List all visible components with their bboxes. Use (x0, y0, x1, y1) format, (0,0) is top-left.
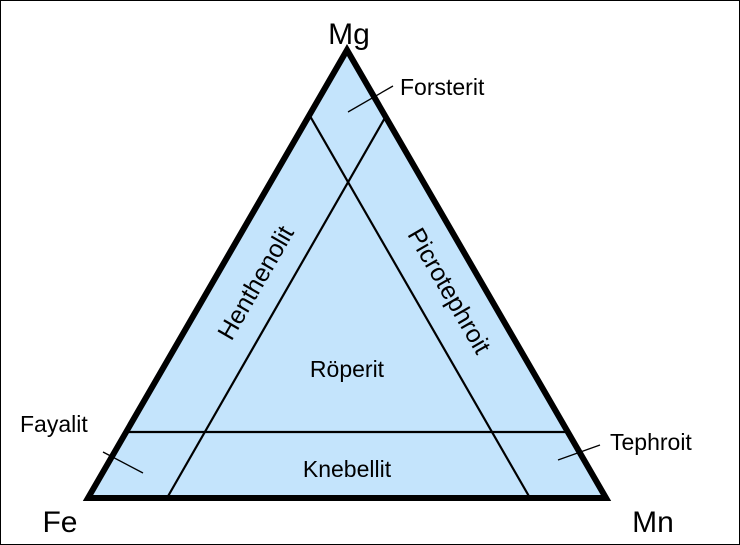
field-label-roeperit: Röperit (310, 356, 385, 382)
leader-fayalit (102, 451, 144, 474)
boundary-line-mg-mn (309, 115, 531, 499)
triangle (82, 44, 612, 501)
field-label-knebellit: Knebellit (303, 456, 392, 482)
vertex-label-fe: Fe (42, 506, 77, 539)
boundary-line-mg-fe (166, 115, 387, 499)
vertex-label-mn: Mn (632, 506, 674, 539)
vertex-label-mg: Mg (328, 18, 370, 51)
leader-forsterit (347, 85, 394, 113)
field-label-tephroit: Tephroit (610, 429, 692, 455)
field-label-fayalit: Fayalit (20, 411, 88, 437)
field-label-forsterit: Forsterit (400, 74, 485, 100)
leader-tephroit (557, 444, 601, 461)
